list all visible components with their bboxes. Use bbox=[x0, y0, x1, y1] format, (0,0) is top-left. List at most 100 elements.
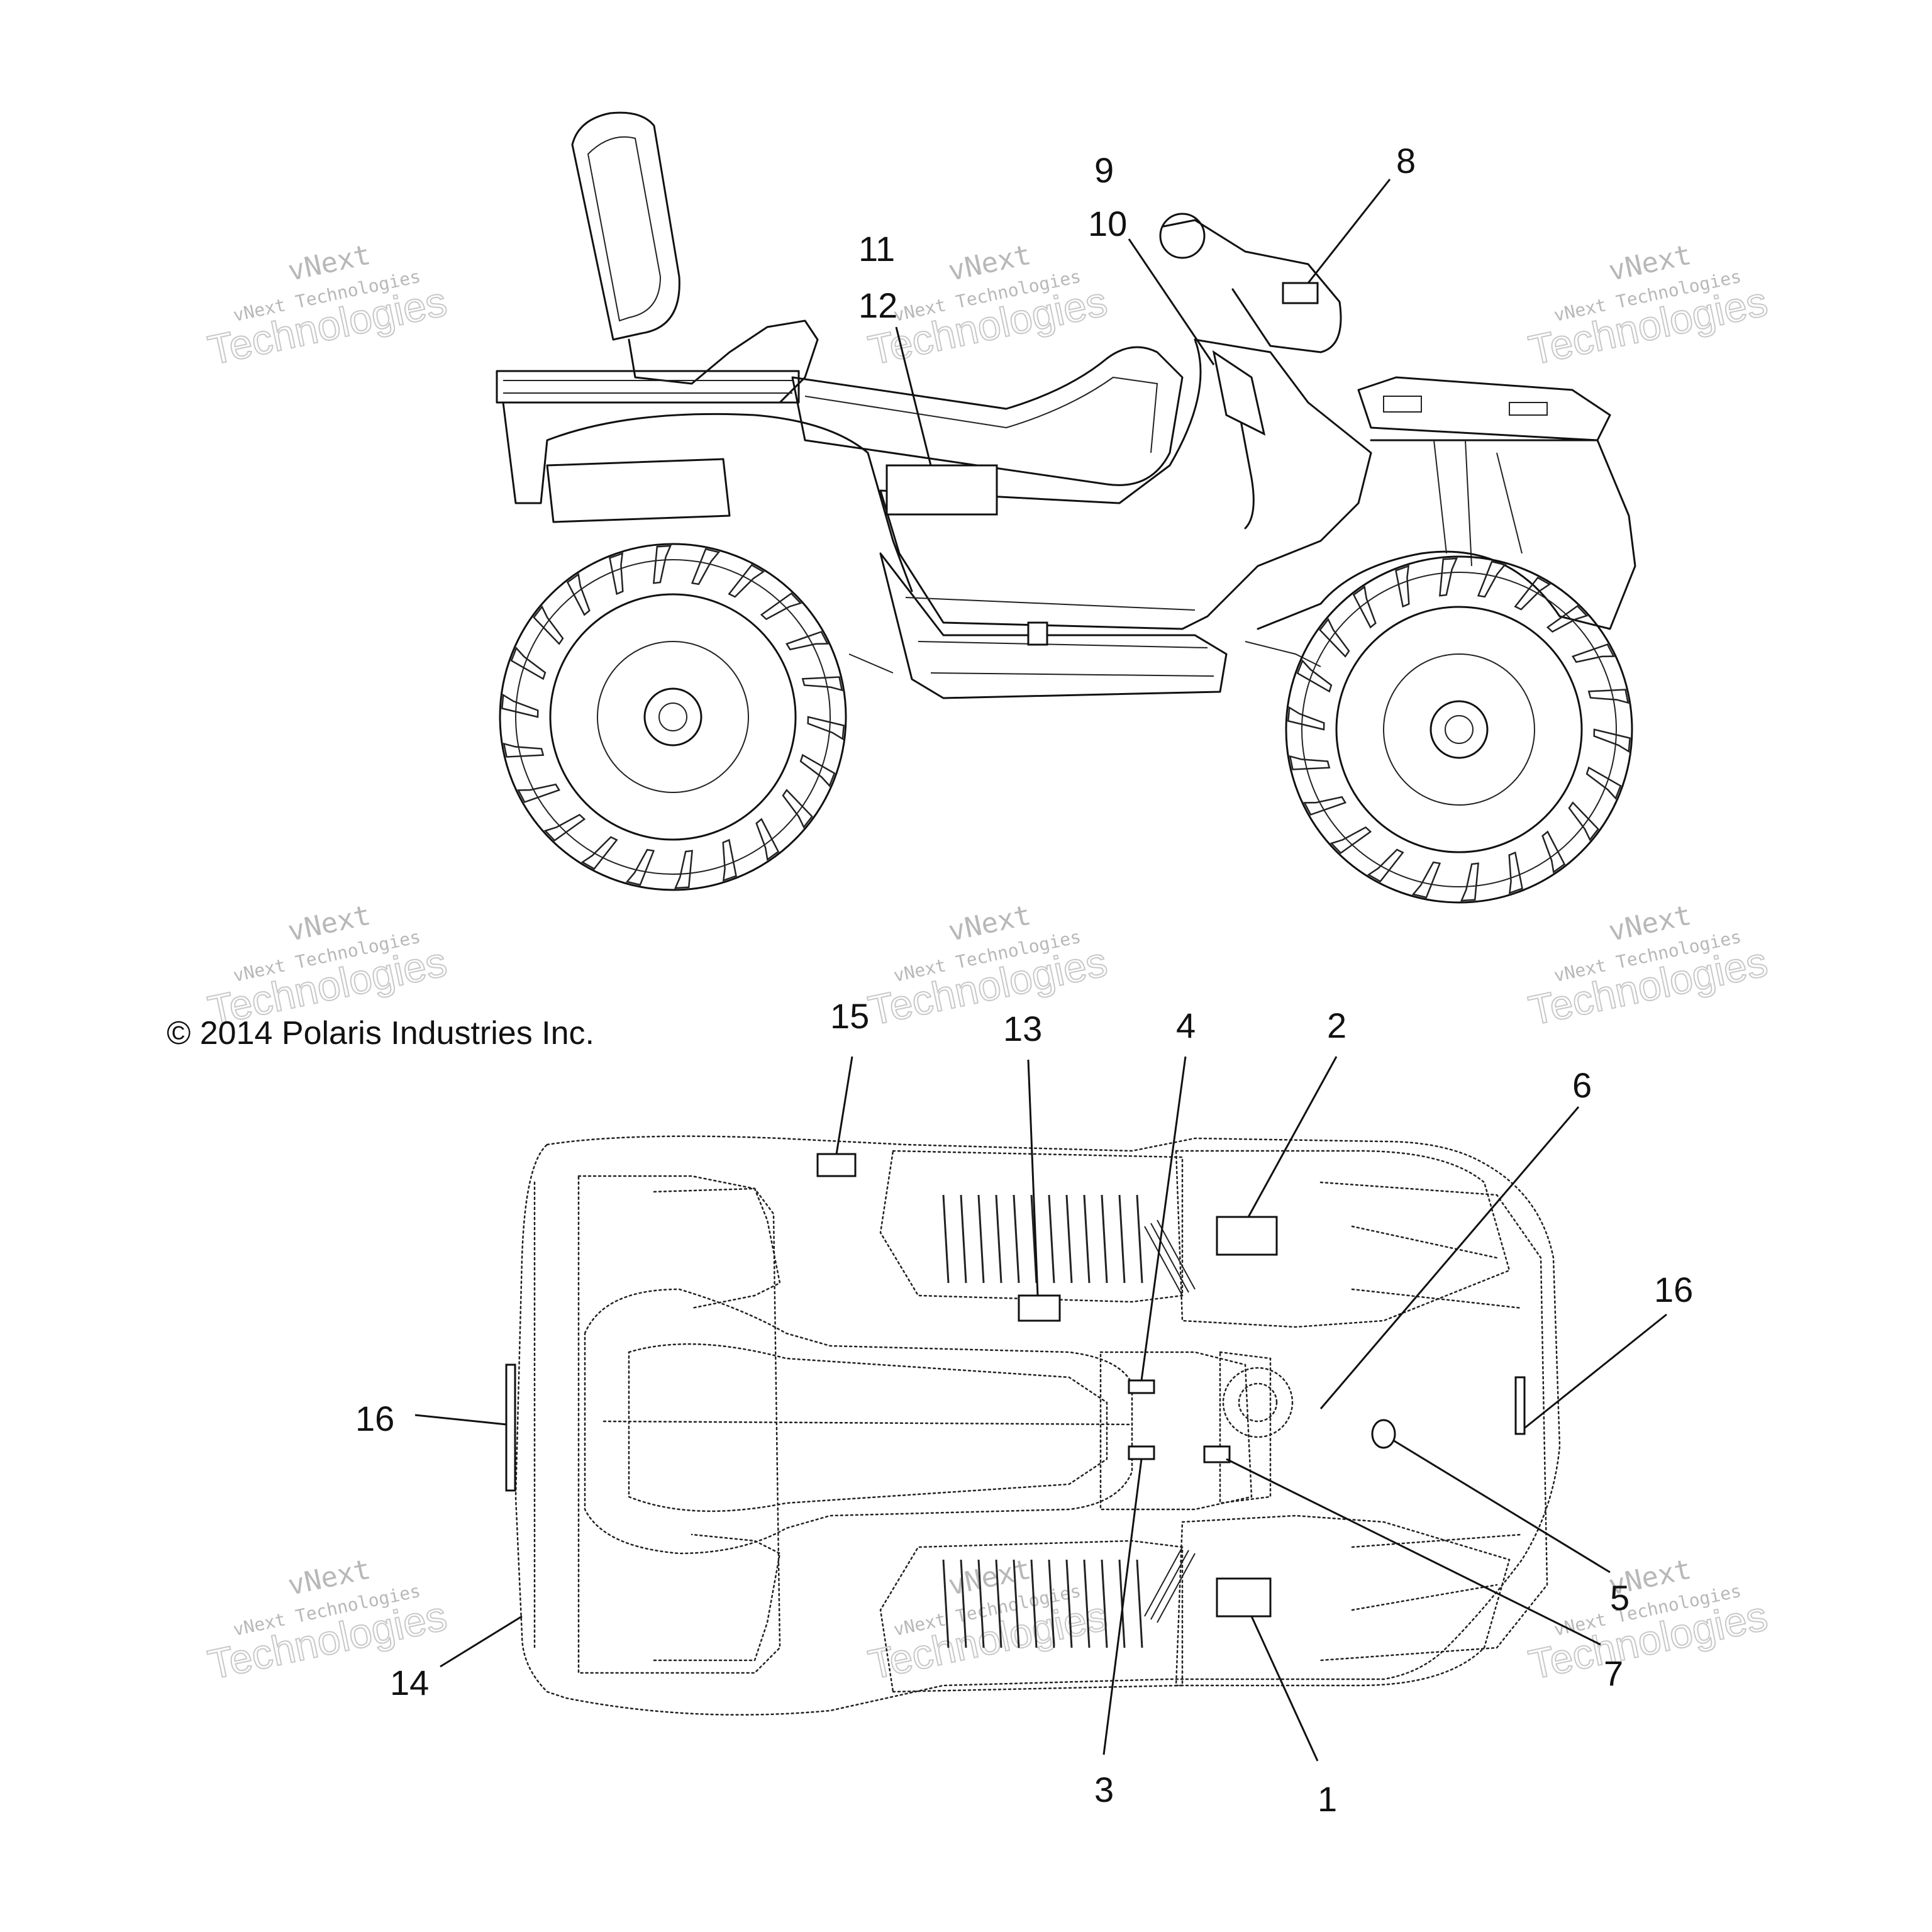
footwell-bar bbox=[1136, 1194, 1143, 1284]
callout-6: 6 bbox=[1572, 1065, 1592, 1105]
callout-7: 7 bbox=[1604, 1653, 1623, 1693]
rear-fender bbox=[502, 401, 913, 592]
tread-lug bbox=[1395, 565, 1410, 608]
top-front-rack bbox=[1319, 1181, 1548, 1662]
tread-lug bbox=[1367, 848, 1404, 883]
top-gauge bbox=[1222, 1367, 1294, 1438]
tread-lug bbox=[1352, 586, 1377, 629]
rear-wheel bbox=[499, 543, 847, 891]
tread-lug bbox=[1514, 576, 1552, 611]
footwell-bar bbox=[1030, 1194, 1038, 1284]
front-rim bbox=[1335, 606, 1583, 853]
seat-seam bbox=[804, 376, 1158, 453]
tread-lug bbox=[502, 742, 545, 758]
footwell-top bbox=[879, 1150, 1184, 1303]
decal-4 bbox=[1128, 1379, 1155, 1394]
leader-5 bbox=[1392, 1439, 1611, 1574]
footwell-bar bbox=[1048, 1194, 1055, 1284]
watermark: vNext vNext Technologies Technologies bbox=[203, 239, 451, 374]
backrest-mount bbox=[628, 319, 819, 404]
tread-lug bbox=[501, 693, 539, 718]
leader-16-front bbox=[1524, 1313, 1667, 1429]
footwell-bar bbox=[995, 1559, 1002, 1648]
footwell-bar bbox=[977, 1194, 985, 1284]
top-front-fender-upper bbox=[1175, 1150, 1511, 1328]
front-suspension bbox=[1433, 440, 1523, 567]
tread-lug bbox=[691, 548, 721, 586]
tread-lug bbox=[1303, 796, 1346, 816]
seat bbox=[791, 346, 1184, 486]
atv-side-view bbox=[496, 111, 1636, 904]
front-tire-inner bbox=[1301, 572, 1617, 887]
tread-lug bbox=[1593, 728, 1631, 753]
watermark: vNext vNext Technologies Technologies bbox=[203, 899, 451, 1035]
backrest-panel bbox=[587, 136, 662, 322]
leader-13 bbox=[1027, 1059, 1039, 1296]
tread-lug bbox=[510, 647, 547, 680]
front-tire bbox=[1285, 555, 1633, 904]
tread-lug bbox=[580, 836, 618, 870]
tread-lug bbox=[543, 813, 586, 842]
tread-lug bbox=[1477, 560, 1507, 598]
rear-hub-cap bbox=[658, 702, 687, 731]
leader-1 bbox=[1250, 1616, 1319, 1762]
tread-lug bbox=[1330, 826, 1372, 855]
leader-10 bbox=[1128, 238, 1215, 365]
footwell-bar bbox=[942, 1559, 950, 1648]
tread-lug bbox=[533, 605, 564, 645]
footwell-bar bbox=[1083, 1194, 1091, 1284]
handlebar-grip bbox=[1159, 213, 1206, 259]
footwell-bar bbox=[1013, 1194, 1020, 1284]
watermark: vNext vNext Technologies Technologies bbox=[1524, 1553, 1772, 1689]
callout-5: 5 bbox=[1610, 1578, 1629, 1618]
tread-lug bbox=[722, 838, 737, 882]
footwell-bar bbox=[1136, 1559, 1143, 1648]
tread-lug bbox=[609, 552, 624, 596]
callout-labels: 8 9 10 11 12 15 13 4 2 6 16 16 5 7 3 1 1… bbox=[355, 141, 1693, 1819]
callout-14: 14 bbox=[390, 1663, 429, 1702]
tread-lug bbox=[728, 564, 765, 598]
tread-lug bbox=[674, 850, 693, 889]
tread-lug bbox=[760, 592, 802, 621]
tread-lug bbox=[1587, 689, 1629, 704]
rear-rack-rail bbox=[503, 380, 792, 394]
callout-9: 9 bbox=[1094, 150, 1114, 190]
rack-arm-top bbox=[653, 1187, 781, 1309]
front-fender bbox=[1257, 439, 1636, 630]
decal-8 bbox=[1282, 282, 1319, 304]
rear-tire-inner bbox=[515, 559, 831, 875]
footwell-bar bbox=[1030, 1559, 1038, 1648]
decal-1 bbox=[1216, 1577, 1272, 1618]
tread-lug bbox=[1546, 604, 1589, 633]
tread-lug bbox=[517, 783, 560, 803]
footwell-bar bbox=[1118, 1194, 1126, 1284]
callout-8: 8 bbox=[1396, 141, 1416, 180]
tread-lug bbox=[1568, 801, 1599, 841]
leader-8 bbox=[1307, 179, 1391, 284]
handlebar bbox=[1162, 219, 1342, 353]
tread-lug bbox=[1289, 755, 1331, 770]
tread-lug bbox=[1296, 659, 1333, 693]
steering-column bbox=[1231, 376, 1255, 530]
front-hub bbox=[1430, 700, 1489, 759]
callout-10: 10 bbox=[1088, 204, 1127, 243]
tread-lug bbox=[1411, 861, 1441, 899]
tread-lug bbox=[755, 818, 780, 861]
footwell-tread-top bbox=[942, 1194, 1143, 1284]
tread-lug bbox=[1460, 862, 1479, 902]
callout-1: 1 bbox=[1318, 1779, 1337, 1819]
callout-12: 12 bbox=[858, 286, 897, 325]
muffler bbox=[546, 458, 731, 523]
top-outline bbox=[514, 1135, 1561, 1716]
tread-lug bbox=[1439, 557, 1458, 597]
footwell-bottom bbox=[879, 1540, 1184, 1693]
leader-15 bbox=[835, 1056, 853, 1155]
decal-13 bbox=[1018, 1294, 1061, 1322]
footwell-bar bbox=[1048, 1559, 1055, 1648]
rear-tread bbox=[501, 545, 845, 889]
decal-2 bbox=[1216, 1216, 1278, 1256]
copyright-notice: © 2014 Polaris Industries Inc. bbox=[167, 1015, 594, 1052]
callout-16-front: 16 bbox=[1654, 1270, 1693, 1309]
rear-rim bbox=[549, 593, 797, 841]
decal-7 bbox=[1203, 1445, 1231, 1463]
